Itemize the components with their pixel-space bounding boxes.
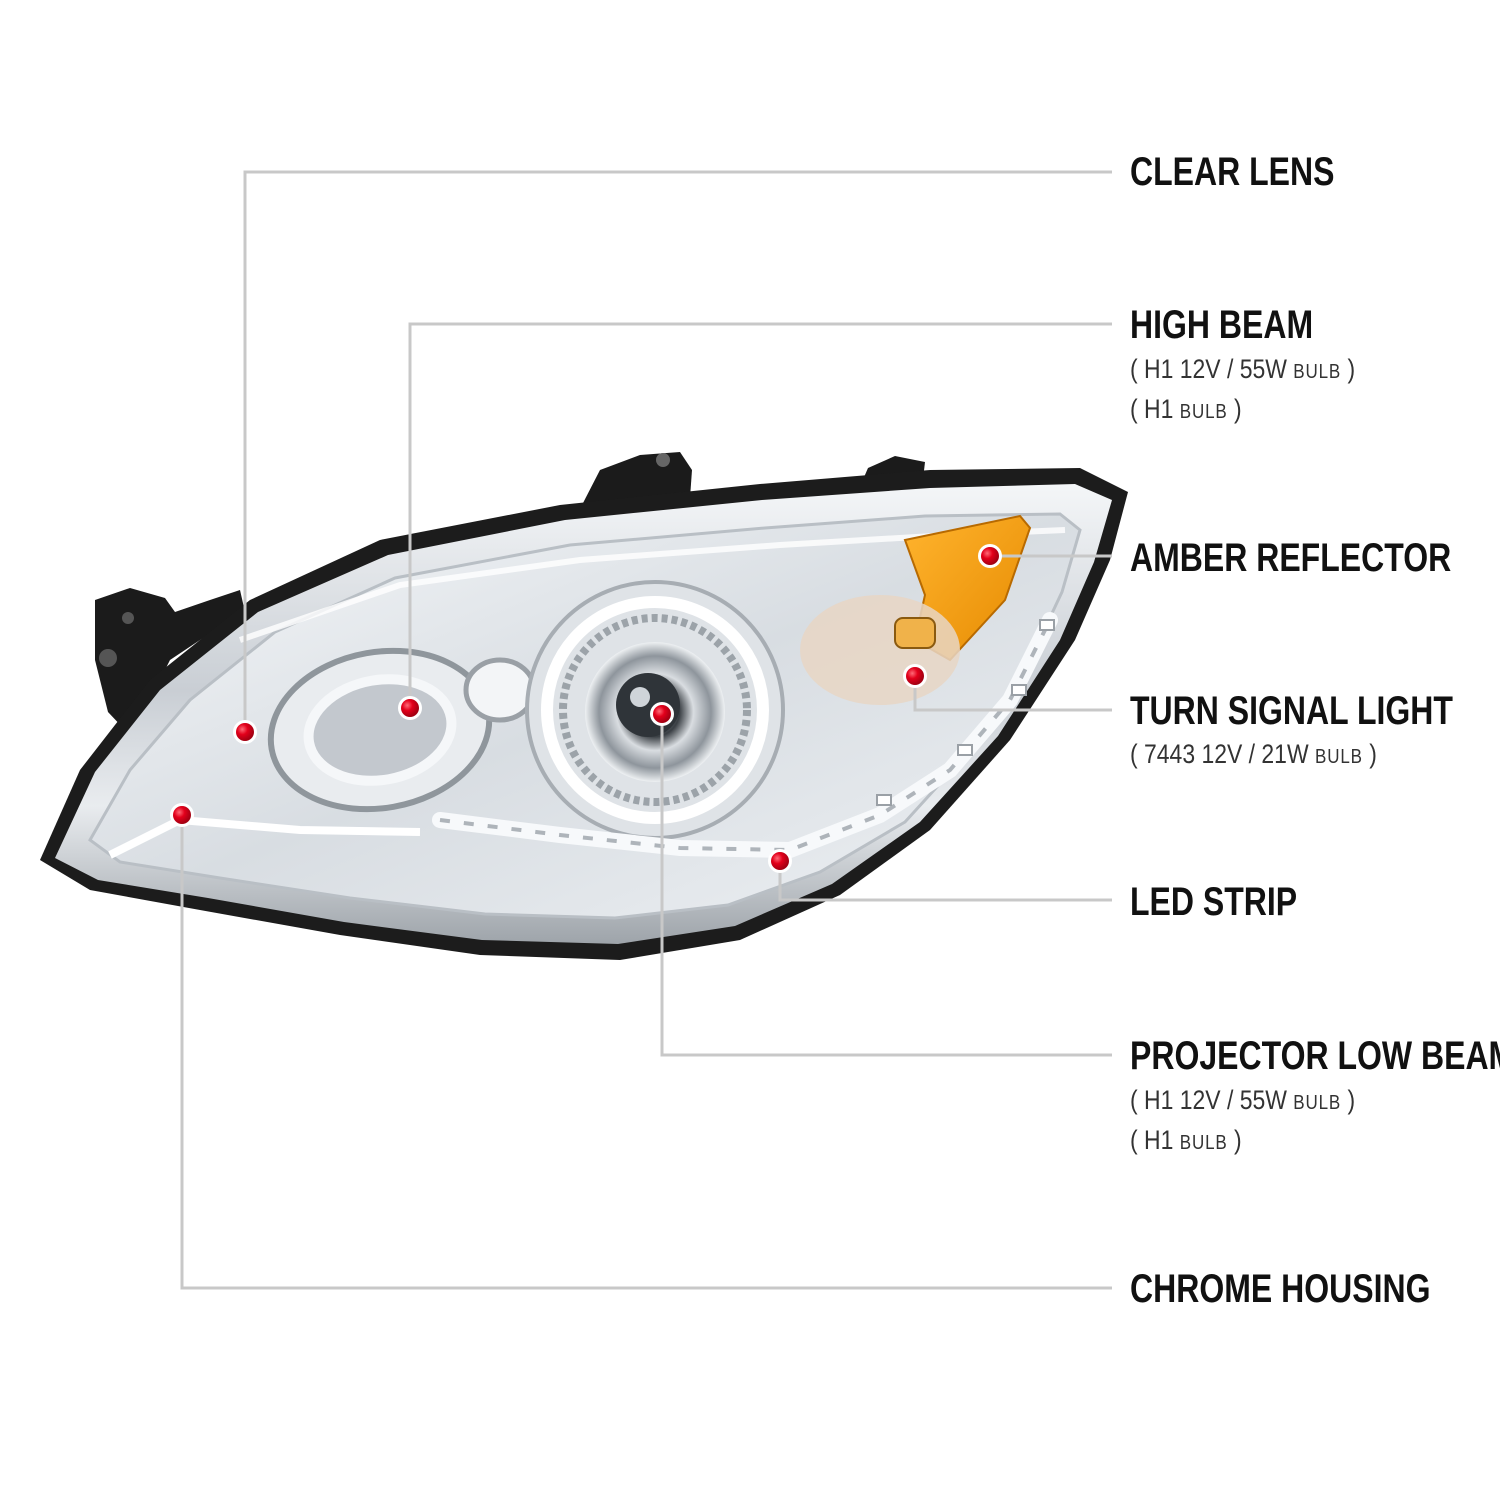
leader-high-beam bbox=[408, 322, 1112, 708]
chrome-bezel-strip bbox=[108, 815, 421, 859]
leader-led-strip bbox=[778, 861, 1112, 902]
label-projector-low-beam: PROJECTOR LOW BEAM bbox=[1130, 1034, 1500, 1078]
marker-turn-signal bbox=[903, 664, 927, 688]
spec-projector-1: ( H1 12V / 55W BULB ) bbox=[1130, 1085, 1356, 1115]
projector-low-beam bbox=[525, 580, 785, 840]
label-clear-lens: CLEAR LENS bbox=[1130, 150, 1335, 194]
marker-projector-low-beam bbox=[650, 702, 674, 726]
spec-high-beam-2: ( H1 BULB ) bbox=[1130, 394, 1242, 424]
callout-markers bbox=[170, 544, 1002, 873]
label-amber-reflector: AMBER REFLECTOR bbox=[1130, 536, 1452, 580]
marker-chrome-housing bbox=[170, 803, 194, 827]
leader-projector-low-beam bbox=[660, 714, 1112, 1057]
marker-high-beam bbox=[398, 696, 422, 720]
label-high-beam: HIGH BEAM bbox=[1130, 303, 1314, 347]
marker-led-strip bbox=[768, 849, 792, 873]
marker-amber-reflector bbox=[978, 544, 1002, 568]
spec-projector-2: ( H1 BULB ) bbox=[1130, 1125, 1242, 1155]
led-strip-inner bbox=[439, 619, 1052, 853]
leader-clear-lens bbox=[243, 170, 1112, 732]
spec-turn-signal: ( 7443 12V / 21W BULB ) bbox=[1130, 739, 1377, 769]
leader-chrome-housing bbox=[180, 815, 1112, 1290]
label-chrome-housing: CHROME HOUSING bbox=[1130, 1267, 1431, 1311]
label-led-strip: LED STRIP bbox=[1130, 880, 1298, 924]
callout-lines bbox=[180, 170, 1112, 1290]
led-chips bbox=[876, 619, 1055, 806]
turn-signal-bulb bbox=[800, 595, 960, 705]
high-beam-reflector bbox=[267, 647, 537, 813]
marker-clear-lens bbox=[233, 720, 257, 744]
label-turn-signal: TURN SIGNAL LIGHT bbox=[1130, 689, 1453, 733]
spec-high-beam-1: ( H1 12V / 55W BULB ) bbox=[1130, 354, 1356, 384]
rear-mount-bracket bbox=[95, 588, 245, 730]
